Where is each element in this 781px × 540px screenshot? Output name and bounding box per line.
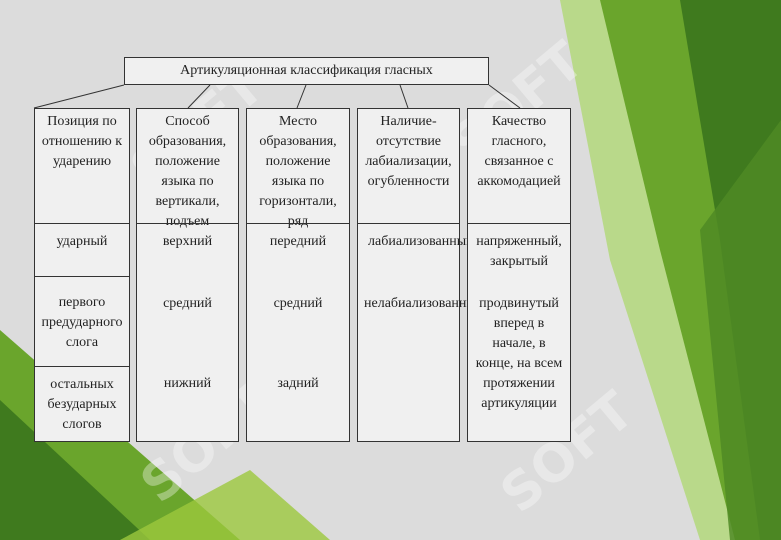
list-item: верхний [162, 234, 213, 249]
green-shape-accent [700, 120, 781, 540]
list-item: средний [273, 296, 323, 311]
list-item: продвинутый вперед в начале, в конце, на… [475, 296, 563, 411]
divider [35, 366, 129, 367]
list-item: средний [163, 296, 212, 311]
list-item: лабиализованный [368, 234, 474, 249]
column-header: Позиция по отношению к ударению [41, 114, 123, 169]
column-vertical-position: Способ образования, положение языка по в… [136, 108, 239, 442]
column-horizontal-position: Место образования, положение языка по го… [246, 108, 350, 442]
column-header: Качество гласного, связанное с аккомодац… [477, 114, 561, 189]
divider [247, 223, 349, 224]
column-vowel-quality: Качество гласного, связанное с аккомодац… [467, 108, 571, 442]
divider [35, 276, 129, 277]
list-item: напряженный, закрытый [476, 234, 562, 269]
green-corner-bottom [120, 470, 330, 540]
divider [468, 223, 570, 224]
list-item: задний [277, 376, 319, 391]
column-header: Место образования, положение языка по го… [259, 114, 337, 229]
list-item: остальных безударных слогов [47, 377, 117, 432]
column-header: Наличие-отсутствие лабиализации, огублен… [365, 114, 452, 189]
list-item: ударный [56, 234, 108, 249]
column-labialization: Наличие-отсутствие лабиализации, огублен… [357, 108, 484, 442]
diagram-title: Артикуляционная классификация гласных [124, 57, 489, 85]
list-item: нелабиализованный [364, 296, 484, 311]
divider [358, 223, 459, 224]
column-stress-position: Позиция по отношению к ударению ударный … [34, 108, 130, 442]
list-item: передний [269, 234, 327, 249]
divider [137, 223, 238, 224]
list-item: первого предударного слога [41, 295, 123, 350]
divider [35, 223, 129, 224]
column-header: Способ образования, положение языка по в… [148, 114, 227, 229]
list-item: нижний [163, 376, 212, 391]
